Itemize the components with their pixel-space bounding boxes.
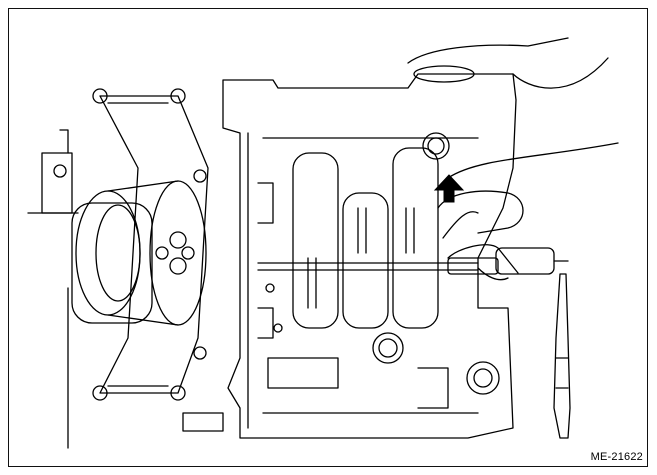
flywheel-assembly [76,89,223,431]
figure-frame [8,8,648,467]
hands [408,38,618,280]
up-arrow-icon [435,175,463,202]
ratchet-wrench-icon [448,248,570,438]
engine-illustration [8,8,648,467]
top-cap [414,66,474,82]
left-fixture [28,130,152,448]
figure-code: ME-21622 [590,451,643,463]
crankcase [223,74,516,438]
